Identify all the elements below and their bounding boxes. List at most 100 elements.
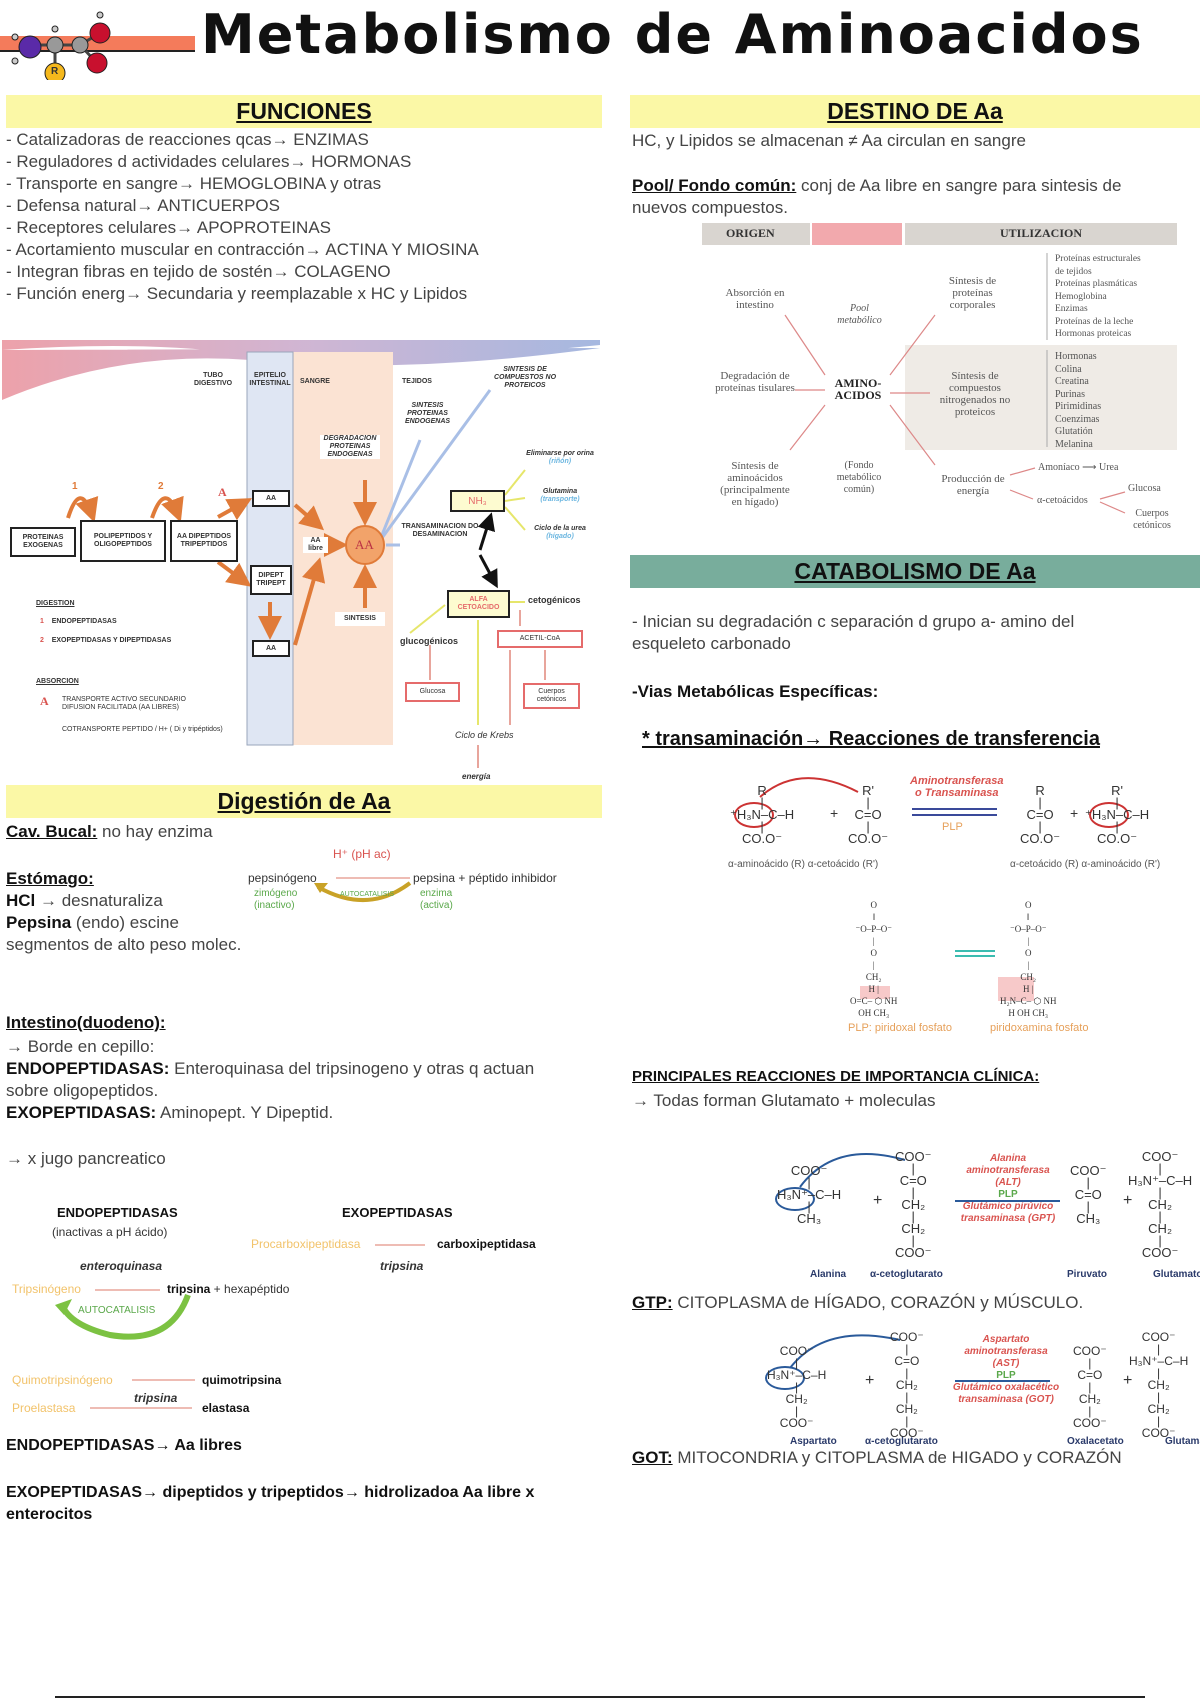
summary-endo-label: ENDOPEPTIDASAS (6, 1437, 155, 1454)
cav-bucal-text: no hay enzima (97, 822, 213, 841)
structure-line: C=O (854, 807, 882, 822)
cuerpos-util: Cuerpos cetónicos (1133, 508, 1171, 531)
alt-e3: (ALT) (995, 1177, 1021, 1188)
structure-line: H | (1022, 984, 1034, 994)
product-labels: α-cetoácido (R) α-aminoácido (R') (1010, 859, 1161, 870)
label-sintesis-proteinas: SINTESIS PROTEINAS ENDOGENAS (404, 402, 451, 425)
hexapeptido-text: + hexapéptido (210, 1282, 290, 1296)
ast-arrow (955, 1380, 1050, 1382)
list-item: Pirimidinas (1055, 401, 1102, 412)
structure-line: ⁺H₃N–C–H (1085, 807, 1150, 822)
alfa-label: ALFA CETOACIDO (457, 596, 500, 611)
zimogeno-text: zimógeno (254, 888, 298, 899)
legend-1-text: ENDOPEPTIDASAS (51, 618, 117, 625)
aminoacidos-center: AMINO-ACIDOS (834, 376, 882, 402)
exo-line: EXOPEPTIDASAS: Aminopept. Y Dipeptid. (6, 1102, 333, 1124)
reactant-labels: α-aminoácido (R) α-cetoácido (R') (728, 859, 879, 870)
list-item: Glutatión (1055, 426, 1093, 437)
got-line: GOT: MITOCONDRIA y CITOPLASMA de HIGADO … (632, 1447, 1122, 1469)
structure-line: O=C– ⬡ NH (850, 996, 898, 1006)
n-glutamato: Glutamato (1153, 1269, 1200, 1280)
structure-line: CH₃ (797, 1211, 822, 1226)
structure-line: | (1158, 1161, 1162, 1176)
list-item: Creatina (1055, 376, 1089, 387)
structure-line: | (911, 1233, 915, 1248)
endo-subheading: (inactivas a pH ácido) (52, 1225, 168, 1239)
structure-line: C=O (1026, 807, 1054, 822)
structure-line: | (905, 1390, 909, 1404)
structure-line: H₂N–C– ⬡ NH (1000, 996, 1057, 1006)
label-degradacion: DEGRADACION PROTEINAS ENDOGENAS (320, 435, 380, 459)
structure-line: | (905, 1366, 909, 1380)
legend-a: A (40, 694, 49, 708)
ast-e1: Aspartato (982, 1334, 1030, 1345)
label-tejidos: TEJIDOS (402, 378, 432, 385)
structure-line: CO.O⁻ (742, 831, 783, 846)
pepsina-product: pepsina + péptido inhibidor (413, 871, 557, 885)
structure-line: ‖ (1026, 912, 1030, 922)
intestino-label: Intestino(duodeno): (6, 1012, 166, 1034)
ciclo-urea-text: Ciclo de la urea (534, 525, 586, 532)
jugo-line: → x jugo pancreatico (6, 1149, 166, 1168)
box-acetil-coa: ACETIL-CoA (497, 630, 583, 648)
list-item: Proteínas estructurales (1055, 254, 1141, 264)
list-item: - Catalizadoras de reacciones qcas→ ENZI… (6, 130, 369, 149)
legend-a-line1: TRANSPORTE ACTIVO SECUNDARIO (62, 696, 186, 703)
structure-line: COO⁻ (779, 1416, 814, 1430)
amino-group-circle-2 (1089, 802, 1129, 828)
proelastasa: Proelastasa (12, 1401, 76, 1415)
structure-line: H₃N⁺–C–H (1128, 1173, 1193, 1188)
label-ciclo-urea: Ciclo de la urea (hígado) (525, 525, 595, 541)
summary-endo-text: → Aa libres (154, 1437, 242, 1454)
amino-acid-molecule-logo (11, 11, 111, 80)
oxalacetato-structure: COO⁻|C=O|CH₂|COO⁻ (1073, 1345, 1107, 1430)
alanina-structure: COO⁻|H₃N⁺–C–H|CH₃ (777, 1164, 841, 1226)
alt-arrow (955, 1200, 1060, 1202)
pepsin-arrows (314, 877, 412, 903)
structure-line: COO⁻ (890, 1426, 924, 1440)
box-glucosa: Glucosa (405, 682, 460, 702)
legend-2-num: 2 (40, 637, 44, 644)
structure-line: O (1025, 948, 1032, 958)
structure-line: C=O (899, 1173, 927, 1188)
legend-a-line2: DIFUSION FACILITADA (AA LIBRES) (62, 704, 179, 711)
step-1: 1 (72, 481, 78, 492)
structure-line: | (1086, 1199, 1090, 1214)
ast-e5: transaminasa (GOT) (958, 1394, 1054, 1405)
enzyme-line2: o Transaminasa (914, 787, 999, 799)
logo-r-label: R (51, 66, 59, 77)
structure-line: CH₂ (865, 972, 882, 982)
structure-line: | (760, 819, 764, 834)
structure-line: COO⁻ (895, 1245, 932, 1260)
structure-line: | (911, 1185, 915, 1200)
structure-line: | (1157, 1414, 1161, 1428)
glucosa-util: Glucosa (1128, 483, 1161, 494)
plp-label: PLP (942, 821, 963, 833)
structure-line: | (760, 795, 764, 810)
label-sintesis-no-proteicos: SINTESIS DE COMPUESTOS NO PROTEICOS (493, 366, 557, 389)
header-origen: ORIGEN (726, 226, 775, 240)
bottom-divider (55, 1696, 1145, 1698)
structure-line: CH₂ (1147, 1378, 1170, 1392)
pool-line: Pool/ Fondo común: conj de Aa libre en s… (632, 175, 1121, 197)
cetoglutarato-structure-2: COO⁻|C=O|CH₂|CH₂|COO⁻ (890, 1331, 924, 1440)
list-item: Coenzimas (1055, 413, 1100, 425)
hcl-label: HCl (6, 891, 36, 910)
nh3-label: NH₃ (468, 495, 487, 507)
amoniaco-urea: Amoníaco ⟶ Urea (1038, 462, 1119, 473)
pancreatic-arrows (55, 1244, 425, 1409)
cav-bucal: Cav. Bucal: no hay enzima (6, 821, 213, 843)
origen-utilizacion-table: ORIGEN UTILIZACION Absorción en intestin… (690, 215, 1200, 535)
label-glutamina: Glutamina(transporte) (525, 488, 595, 504)
structure-line: R (757, 783, 767, 798)
plus-alt-2: + (1123, 1192, 1133, 1209)
n-alanina: Alanina (810, 1269, 847, 1280)
ast-e2: aminotransferasa (964, 1346, 1048, 1357)
pancreatic-enzymes-diagram: ENDOPEPTIDASAS (inactivas a pH ácido) EX… (0, 1195, 600, 1415)
n-cetoglutarato: α-cetoglutarato (870, 1269, 943, 1280)
structure-line: ⁻O–P–O⁻ (855, 924, 892, 934)
